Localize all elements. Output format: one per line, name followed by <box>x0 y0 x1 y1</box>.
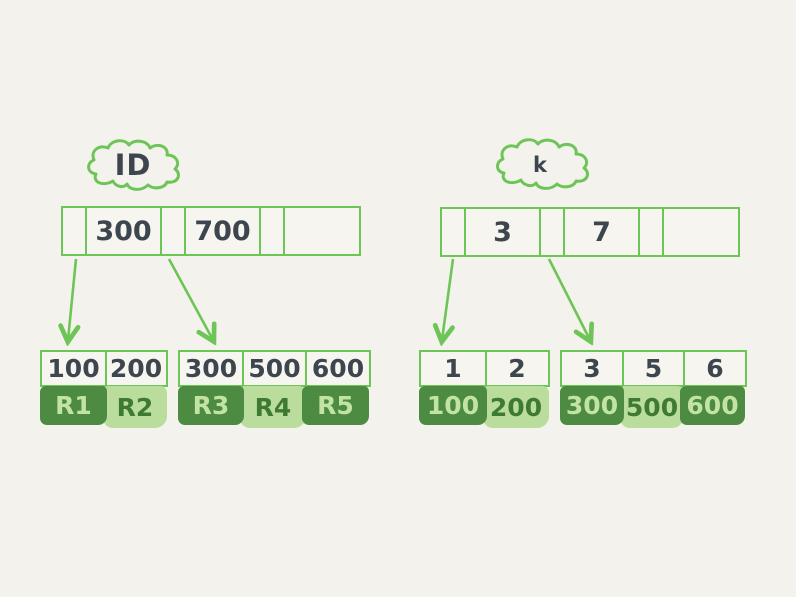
id-pointer-arrow-left <box>68 258 76 340</box>
id-root-node: 300 700 <box>61 206 361 256</box>
k-leaf-node-2: 3 5 6 300 500 600 <box>560 350 747 428</box>
record-block: 100 <box>419 386 487 425</box>
record-block: R2 <box>103 386 167 428</box>
k-pointer-arrow-left <box>442 258 453 340</box>
key-cell: 300 <box>84 206 163 256</box>
record-block: R5 <box>302 386 369 425</box>
record-block: R4 <box>240 386 306 428</box>
leaf-keys-row: 3 5 6 <box>560 350 747 387</box>
key-cell: 200 <box>104 350 168 387</box>
key-cell: 1 <box>419 350 487 387</box>
record-block: 500 <box>620 386 684 428</box>
pointer-cell <box>61 206 87 256</box>
key-cell: 2 <box>484 350 550 387</box>
id-leaf-node-1: 100 200 R1 R2 <box>40 350 168 428</box>
key-cell: 3 <box>560 350 624 387</box>
leaf-keys-row: 300 500 600 <box>178 350 371 387</box>
record-block: 300 <box>560 386 624 425</box>
leaf-records-row: 100 200 <box>419 386 550 428</box>
leaf-keys-row: 1 2 <box>419 350 550 387</box>
record-block: R3 <box>178 386 244 425</box>
record-block: R1 <box>40 386 107 425</box>
leaf-records-row: R1 R2 <box>40 386 168 428</box>
leaf-keys-row: 100 200 <box>40 350 168 387</box>
key-cell: 7 <box>562 207 641 257</box>
key-cell: 600 <box>305 350 371 387</box>
id-pointer-arrow-right <box>167 258 213 340</box>
key-cell: 3 <box>463 207 542 257</box>
leaf-records-row: 300 500 600 <box>560 386 747 428</box>
k-cloud-label: k <box>533 153 547 177</box>
leaf-records-row: R3 R4 R5 <box>178 386 371 428</box>
record-block: 200 <box>483 386 549 428</box>
key-cell: 6 <box>683 350 747 387</box>
key-cell: 100 <box>40 350 107 387</box>
pointer-cell <box>160 206 186 256</box>
record-block: 600 <box>680 386 745 425</box>
key-cell: 500 <box>241 350 308 387</box>
k-pointer-arrow-right <box>547 258 590 340</box>
key-cell: 300 <box>178 350 244 387</box>
key-cell <box>282 206 361 256</box>
pointer-cell <box>440 207 466 257</box>
pointer-cell <box>539 207 565 257</box>
id-cloud-label: ID <box>114 148 152 182</box>
k-leaf-node-1: 1 2 100 200 <box>419 350 550 428</box>
key-cell: 5 <box>621 350 686 387</box>
pointer-cell <box>259 206 285 256</box>
pointer-cell <box>638 207 664 257</box>
k-root-node: 3 7 <box>440 207 740 257</box>
id-leaf-node-2: 300 500 600 R3 R4 R5 <box>178 350 371 428</box>
key-cell: 700 <box>183 206 262 256</box>
key-cell <box>661 207 740 257</box>
